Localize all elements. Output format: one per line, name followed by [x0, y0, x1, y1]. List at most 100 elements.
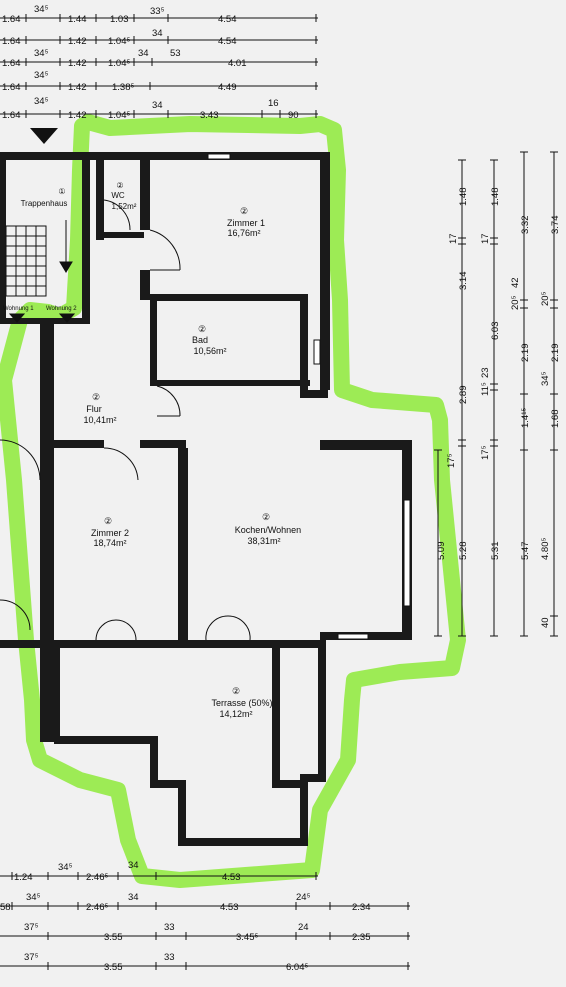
dim-label: 1.42 [68, 82, 87, 93]
dim-label: 1.64 [2, 82, 21, 93]
dim-label: 16 [268, 98, 279, 109]
dim-label: 1.64 [2, 36, 21, 47]
dim-label: 1.04⁵ [108, 110, 130, 121]
room-zimmer-2: ② Zimmer 2 18,74m² [91, 516, 129, 548]
room-area: 10,56m² [193, 346, 226, 356]
room-area: 18,74m² [93, 538, 126, 548]
top-dimension-labels: 1.64 34⁵ 1.44 1.03 33⁵ 4.54 1.64 1.42 1.… [2, 4, 299, 121]
top-dimension-lines [0, 17, 318, 115]
room-number: ② [92, 392, 100, 402]
dim-label: 3.55 [104, 962, 123, 973]
dim-label: 1.68 [550, 410, 561, 429]
dim-label: 1.04⁵ [108, 58, 130, 69]
dim-label: 34 [138, 48, 149, 59]
highlight-outline [0, 114, 466, 888]
dim-label: 4.53 [220, 902, 239, 913]
dim-label: 2.46⁵ [86, 872, 108, 883]
top-dimension-ticks [25, 14, 317, 118]
dim-label: 40 [540, 617, 551, 628]
room-number: ② [198, 324, 206, 334]
room-wc: ② WC 1,52m² [111, 181, 136, 211]
room-name: Flur [86, 404, 102, 414]
room-bad: ② Bad 10,56m² [192, 324, 227, 356]
dim-label: 1.42 [68, 58, 87, 69]
dim-label: 5.31 [490, 542, 501, 561]
room-number: ② [116, 181, 123, 190]
walls [0, 152, 412, 846]
dim-label: 11⁵ [480, 382, 491, 396]
dim-label: 2.89 [458, 386, 469, 405]
room-area: 1,52m² [112, 202, 137, 211]
dim-label: 34⁵ [58, 862, 73, 873]
room-name: Kochen/Wohnen [235, 525, 301, 535]
dim-label: 1.03 [110, 14, 129, 25]
dim-label: 34 [128, 892, 139, 903]
room-number: ② [262, 512, 270, 522]
bottom-dimension-labels: 1.24 34⁵ 2.46⁵ 34 4.53 58 34⁵ 2.46⁵ 34 4… [0, 860, 371, 973]
room-number: ② [240, 206, 248, 216]
dim-label: 24⁵ [296, 892, 311, 903]
dim-label: 1.42 [68, 110, 87, 121]
dim-label: 4.01 [228, 58, 247, 69]
doors [0, 199, 251, 641]
dim-label: 37⁵ [24, 952, 39, 963]
dim-label: 3.74 [550, 216, 561, 235]
dim-label: 34 [152, 100, 163, 111]
dim-label: 1.64 [2, 14, 21, 25]
dim-label: 34⁵ [540, 371, 551, 386]
room-kochen-wohnen: ② Kochen/Wohnen 38,31m² [235, 512, 301, 546]
room-flur: ② Flur 10,41m² [83, 392, 116, 425]
entrance-arrow-icon [30, 128, 58, 144]
room-terrasse: ② Terrasse (50%) 14,12m² [211, 686, 272, 719]
right-dimension-labels: 5.09 17⁵ 1.48 17 3.14 2.89 5.28 1.48 17 … [436, 188, 561, 629]
dim-label: 1.04⁵ [108, 36, 130, 47]
dim-label: 17⁵ [446, 453, 457, 468]
dim-label: 1.64 [2, 110, 21, 121]
dim-label: 2.19 [520, 344, 531, 363]
room-name: Zimmer 1 [227, 218, 265, 228]
dim-label: 20⁵ [510, 295, 521, 310]
room-name: Zimmer 2 [91, 528, 129, 538]
dim-label: 42 [510, 277, 521, 288]
room-number: ① [58, 187, 65, 196]
dim-label: 23 [480, 367, 491, 378]
dim-label: 4.80⁵ [540, 538, 551, 560]
dim-label: 34 [128, 860, 139, 871]
dim-label: 34⁵ [34, 70, 49, 81]
dim-label: 1.44 [68, 14, 87, 25]
dim-label: 1.64 [2, 58, 21, 69]
dim-label: 4.53 [222, 872, 241, 883]
dim-label: 34⁵ [26, 892, 41, 903]
room-area: 16,76m² [227, 228, 260, 238]
dim-label: 17 [480, 233, 491, 244]
dim-label: 6.04⁵ [286, 962, 308, 973]
dim-label: 1.48 [490, 188, 501, 207]
dim-label: 58 [0, 902, 11, 913]
dim-label: 6.03 [490, 322, 501, 341]
dim-label: 34 [152, 28, 163, 39]
room-name: Terrasse (50%) [211, 698, 272, 708]
dim-label: 2.34 [352, 902, 371, 913]
dim-label: 3.43 [200, 110, 219, 121]
dim-label: 24 [298, 922, 309, 933]
label-wohnung-1: Wohnung 1 [3, 306, 34, 312]
dim-label: 90 [288, 110, 299, 121]
label-wohnung-2: Wohnung 2 [46, 306, 77, 312]
dim-label: 5.47 [520, 542, 531, 561]
dim-label: 20⁵ [540, 291, 551, 306]
room-name: Trappenhaus [21, 199, 68, 208]
dim-label: 3.55 [104, 932, 123, 943]
room-zimmer-1: ② Zimmer 1 16,76m² [227, 206, 265, 238]
dim-label: 37⁵ [24, 922, 39, 933]
windows [207, 153, 411, 640]
room-name: WC [111, 191, 125, 200]
dim-label: 33⁵ [150, 6, 165, 17]
right-dimension-ticks [434, 151, 558, 637]
room-area: 10,41m² [83, 415, 116, 425]
dim-label: 2.46⁵ [86, 902, 108, 913]
dim-label: 1.24 [14, 872, 33, 883]
dim-label: 1.42 [68, 36, 87, 47]
dim-label: 34⁵ [34, 48, 49, 59]
dim-label: 2.35 [352, 932, 371, 943]
dim-label: 5.28 [458, 542, 469, 561]
